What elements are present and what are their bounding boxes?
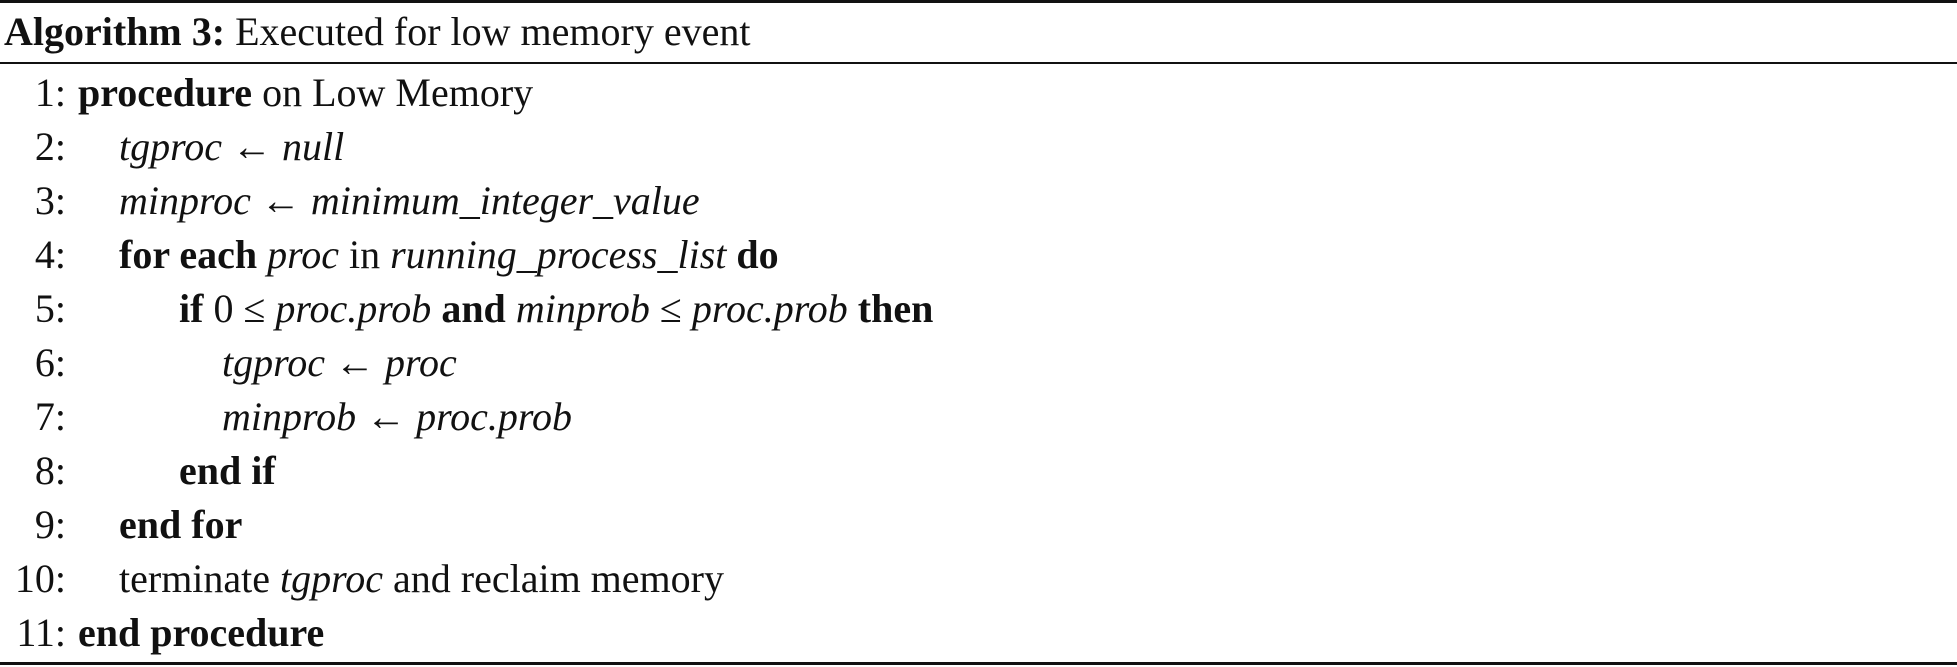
code-text — [726, 232, 736, 277]
line-code: minprob ← proc.prob — [222, 390, 572, 444]
code-text — [257, 232, 267, 277]
line-number: 5: — [34, 286, 66, 331]
code-text — [848, 286, 858, 331]
keyword: end for — [119, 502, 243, 547]
keyword: procedure — [78, 70, 253, 115]
algorithm-lines: 1: procedure on Low Memory 2: tgproc ← null… — [0, 66, 1957, 660]
bottom-rule — [0, 662, 1957, 665]
line-number: 8: — [34, 448, 66, 493]
code-text: ← — [221, 124, 282, 169]
keyword: if — [179, 286, 204, 331]
algorithm-title: Executed for low memory event — [235, 9, 751, 54]
algorithm-line: 7: minprob ← proc.prob — [0, 390, 1957, 444]
code-text: on Low Memory — [252, 70, 534, 115]
algorithm-line: 11: end procedure — [0, 606, 1957, 660]
code-text: and reclaim memory — [383, 556, 724, 601]
line-code: if 0 ≤ proc.prob and minprob ≤ proc.prob… — [179, 282, 933, 336]
variable: tgproc — [119, 124, 222, 169]
keyword: and — [441, 286, 506, 331]
line-number: 3: — [34, 178, 66, 223]
line-number: 4: — [34, 232, 66, 277]
keyword: for each — [119, 232, 258, 277]
algorithm-line: 10: terminate tgproc and reclaim memory — [0, 552, 1957, 606]
variable: proc — [267, 232, 339, 277]
line-number: 7: — [34, 394, 66, 439]
variable: tgproc — [222, 340, 325, 385]
variable: running_process_list — [390, 232, 727, 277]
keyword: do — [736, 232, 779, 277]
algorithm-line: 9: end for — [0, 498, 1957, 552]
code-text: in — [338, 232, 391, 277]
keyword: end procedure — [78, 610, 325, 655]
variable: proc — [384, 340, 457, 385]
variable: proc.prob — [275, 286, 432, 331]
line-code: minproc ← minimum_integer_value — [119, 174, 700, 228]
algorithm-line: 2: tgproc ← null — [0, 120, 1957, 174]
line-number: 11: — [16, 610, 66, 655]
code-text: ≤ — [649, 286, 692, 331]
variable: minprob — [515, 286, 650, 331]
keyword: then — [857, 286, 934, 331]
code-text: terminate — [119, 556, 281, 601]
algorithm-line: 3: minproc ← minimum_integer_value — [0, 174, 1957, 228]
variable: minproc — [119, 178, 251, 223]
line-number: 9: — [34, 502, 66, 547]
line-code: tgproc ← proc — [222, 336, 457, 390]
algorithm-line: 4: for each proc in running_process_list … — [0, 228, 1957, 282]
variable: null — [281, 124, 345, 169]
line-code: for each proc in running_process_list do — [119, 228, 779, 282]
line-code: end if — [179, 444, 276, 498]
variable: tgproc — [280, 556, 383, 601]
line-code: end procedure — [78, 606, 324, 660]
algorithm-label: Algorithm 3: — [4, 9, 226, 54]
variable: minprob — [222, 394, 357, 439]
code-text: 0 ≤ — [203, 286, 276, 331]
line-number: 1: — [34, 70, 66, 115]
variable: minimum_integer_value — [310, 178, 700, 223]
algorithm-line: 6: tgproc ← proc — [0, 336, 1957, 390]
algorithm-line: 8: end if — [0, 444, 1957, 498]
code-text: ← — [250, 178, 311, 223]
algorithm-line: 5: if 0 ≤ proc.prob and minprob ≤ proc.pr… — [0, 282, 1957, 336]
line-code: tgproc ← null — [119, 120, 344, 174]
line-number: 2: — [34, 124, 66, 169]
line-number: 6: — [34, 340, 66, 385]
code-text: ← — [324, 340, 385, 385]
top-rule — [0, 0, 1957, 3]
caption-rule — [0, 62, 1957, 64]
line-code: end for — [119, 498, 242, 552]
line-number: 10: — [14, 556, 66, 601]
algorithm-caption: Algorithm 3: Executed for low memory eve… — [4, 4, 750, 60]
code-text: ← — [356, 394, 417, 439]
variable: proc.prob — [416, 394, 573, 439]
code-text — [506, 286, 516, 331]
code-text — [431, 286, 441, 331]
keyword: end if — [179, 448, 276, 493]
line-code: procedure on Low Memory — [78, 66, 533, 120]
algorithm-line: 1: procedure on Low Memory — [0, 66, 1957, 120]
variable: proc.prob — [691, 286, 848, 331]
line-code: terminate tgproc and reclaim memory — [119, 552, 724, 606]
